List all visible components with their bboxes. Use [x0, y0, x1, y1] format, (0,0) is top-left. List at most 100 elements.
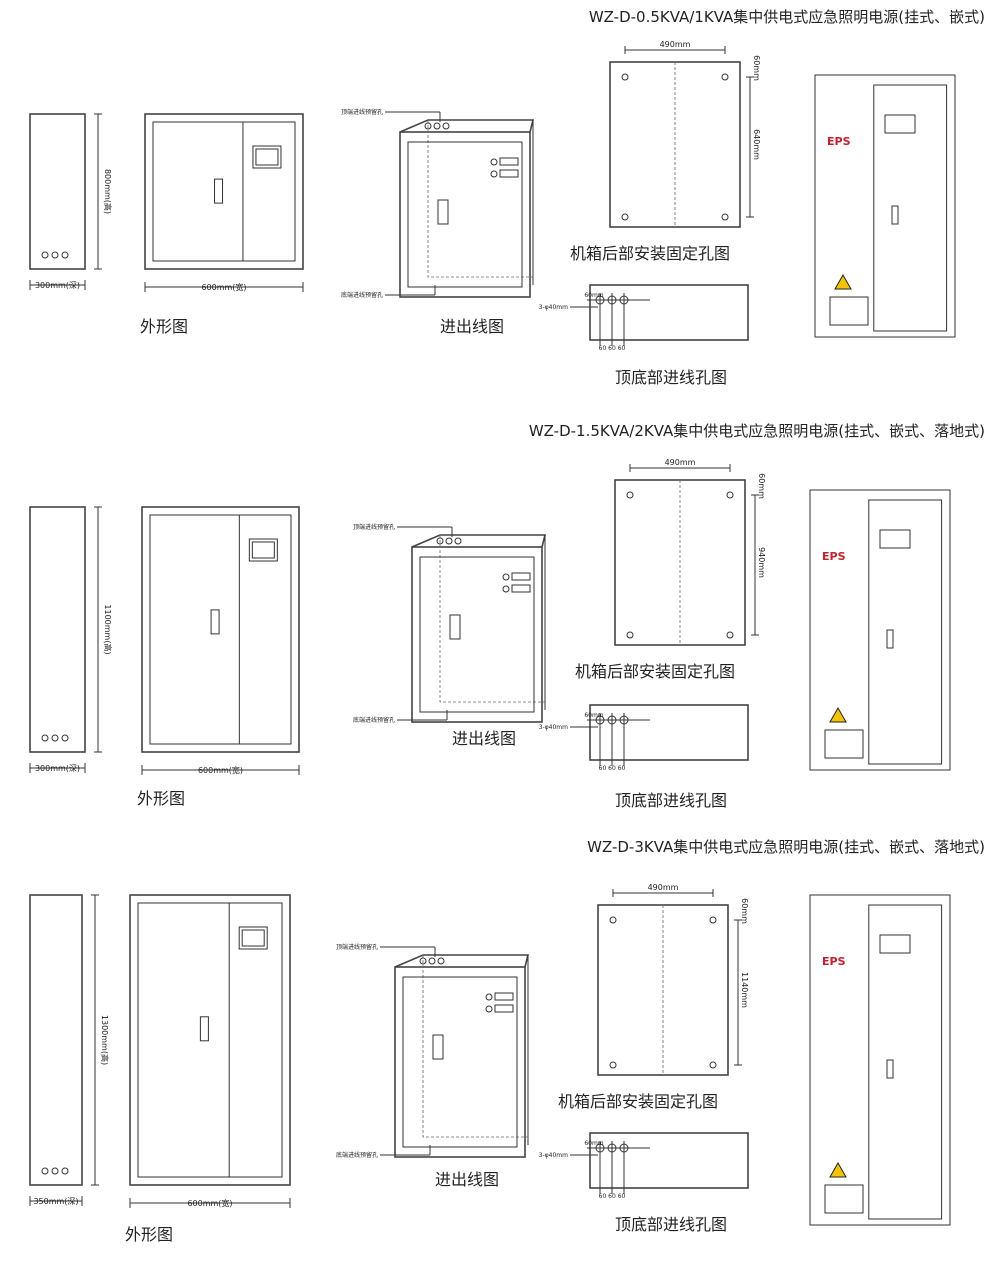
- switch: [499, 157, 519, 166]
- cable-hole-icon: [51, 251, 59, 259]
- top-cable-hole-icon: [424, 122, 432, 130]
- top-hole-note: 顶端进线预留孔: [341, 108, 383, 116]
- mounting-hole-icon: [721, 213, 729, 221]
- depth-label: 300mm(深): [35, 764, 80, 773]
- display-screen-inner: [241, 929, 265, 947]
- top-cable-hole-icon: [454, 537, 462, 545]
- handle-icon: [886, 629, 894, 649]
- product-photo: [809, 894, 951, 1226]
- display-screen: [238, 926, 268, 950]
- bottom-hole-note: 底端进线预留孔: [336, 1151, 378, 1159]
- front-door-frame: [137, 902, 283, 1178]
- mounting-hole-icon: [726, 491, 734, 499]
- hole-spacing-label: 490mm: [660, 40, 691, 49]
- hole-top-offset-label: 60mm: [752, 55, 761, 81]
- red-door-panel: [868, 499, 943, 765]
- width-label: 600mm(宽): [187, 1198, 232, 1208]
- wiring-box-top: [399, 119, 535, 133]
- door-handle: [432, 1034, 444, 1060]
- warning-icon: [829, 706, 847, 723]
- width-label: 600mm(宽): [198, 765, 243, 775]
- cable-hole-icon: [61, 734, 69, 742]
- cable-hole-icon: [41, 734, 49, 742]
- side-view-outline: [29, 113, 86, 270]
- top-cable-hole-icon: [428, 957, 436, 965]
- bottom-hole-note: 底端进线预留孔: [341, 291, 383, 299]
- door-handle: [214, 178, 224, 204]
- cable-hole-count-label: 3-φ40mm: [539, 304, 568, 311]
- red-door-panel: [868, 904, 943, 1220]
- mounting-hole-icon: [609, 916, 617, 924]
- hole-vertical-label: 640mm: [752, 129, 761, 160]
- display-screen: [252, 145, 282, 169]
- front-view-caption: 外形图: [140, 317, 188, 336]
- wiring-box-top: [411, 534, 547, 548]
- cable-hole-icon: [41, 1167, 49, 1175]
- mounting-hole-icon: [709, 916, 717, 924]
- indicator-icon: [502, 585, 510, 593]
- switch: [494, 992, 514, 1001]
- wiring-box-hidden-edge: [439, 535, 545, 703]
- switch: [499, 169, 519, 178]
- cable-hole-count-label: 3-φ40mm: [539, 1152, 568, 1159]
- top-cable-hole-icon: [436, 537, 444, 545]
- wiring-caption: 进出线图: [452, 729, 516, 748]
- wiring-caption: 进出线图: [440, 317, 504, 336]
- depth-label: 350mm(深): [33, 1197, 78, 1206]
- handle-icon: [886, 1059, 894, 1079]
- wiring-caption: 进出线图: [435, 1170, 499, 1189]
- wiring-box-inner: [407, 141, 523, 288]
- hole-top-offset-label: 60mm: [740, 898, 749, 924]
- top-view-caption: 顶底部进线孔图: [615, 1215, 727, 1234]
- top-view-outline: [589, 704, 749, 761]
- bottom-hole-note: 底端进线预留孔: [353, 716, 395, 724]
- front-door-frame: [152, 121, 296, 262]
- screen-icon: [884, 114, 916, 134]
- mounting-hole-icon: [609, 1061, 617, 1069]
- top-view-caption: 顶底部进线孔图: [615, 368, 727, 387]
- front-view-outline: [141, 506, 300, 753]
- top-view-outline: [589, 1132, 749, 1189]
- side-view-outline: [29, 894, 83, 1186]
- product-photo: [814, 74, 956, 338]
- door-handle: [210, 609, 220, 635]
- height-label: 800mm(高): [103, 169, 113, 214]
- mounting-hole-icon: [726, 631, 734, 639]
- section-title: WZ-D-1.5KVA/2KVA集中供电式应急照明电源(挂式、嵌式、落地式): [529, 422, 985, 440]
- cable-hole-icon: [51, 1167, 59, 1175]
- top-view-outline: [589, 284, 749, 341]
- indicator-icon: [485, 993, 493, 1001]
- wiring-box-front: [399, 131, 531, 298]
- vent-grille: [824, 729, 864, 759]
- height-label: 1300mm(高): [100, 1015, 110, 1065]
- top-cable-hole-icon: [445, 537, 453, 545]
- mounting-hole-icon: [709, 1061, 717, 1069]
- red-door-panel: [873, 84, 948, 332]
- top-cable-hole-icon: [437, 957, 445, 965]
- display-screen-inner: [255, 148, 279, 166]
- front-view-outline: [144, 113, 304, 270]
- wiring-box-inner: [419, 556, 535, 713]
- front-view-caption: 外形图: [125, 1225, 173, 1244]
- wiring-box-top: [394, 954, 530, 968]
- hole-spacing-label: 490mm: [665, 458, 696, 467]
- switch: [494, 1004, 514, 1013]
- indicator-icon: [490, 158, 498, 166]
- hole-vertical-label: 940mm: [757, 547, 766, 578]
- vent-grille: [829, 296, 869, 326]
- top-hole-note: 顶端进线预留孔: [336, 943, 378, 951]
- cable-hole-icon: [41, 251, 49, 259]
- hole-spacing-label: 490mm: [648, 883, 679, 892]
- wiring-box-hidden-edge: [422, 955, 528, 1138]
- eps-logo: EPS: [822, 550, 846, 563]
- cable-hole-count-label: 3-φ40mm: [539, 724, 568, 731]
- section-title: WZ-D-3KVA集中供电式应急照明电源(挂式、嵌式、落地式): [587, 838, 985, 856]
- depth-label: 300mm(深): [35, 281, 80, 290]
- switch: [511, 584, 531, 593]
- cable-hole-icon: [61, 1167, 69, 1175]
- indicator-icon: [490, 170, 498, 178]
- cable-hole-size-label: 60mm: [584, 712, 603, 719]
- cable-hole-spacing-label: 60 60 60: [599, 765, 626, 772]
- eps-logo: EPS: [822, 955, 846, 968]
